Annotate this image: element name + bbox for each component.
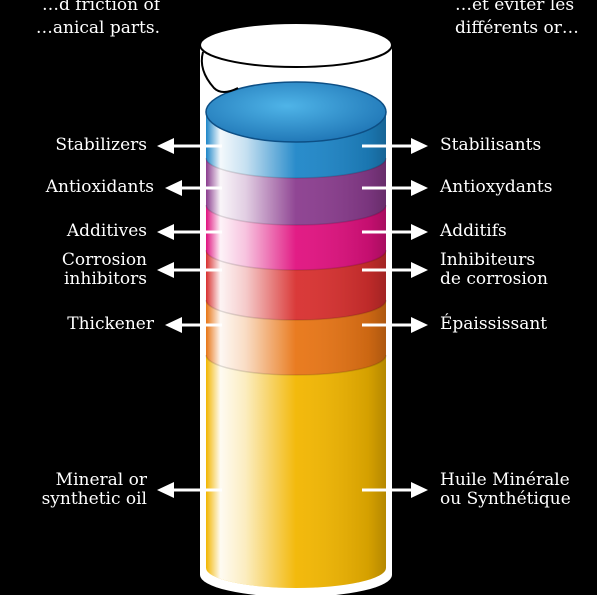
label-stabilisants: Stabilisants	[440, 136, 541, 155]
label-antioxydants: Antioxydants	[440, 178, 552, 197]
label-additives: Additives	[67, 222, 147, 241]
glass-rim	[200, 23, 392, 67]
label-corrosion-inhibitors: Corrosion inhibitors	[62, 251, 147, 289]
label-antioxidants: Antioxidants	[46, 178, 154, 197]
label-additifs: Additifs	[440, 222, 507, 241]
label-huile-minerale: Huile Minérale ou Synthétique	[440, 471, 571, 509]
label-inhibiteurs-line-2: de corrosion	[440, 270, 548, 289]
label-inhibiteurs-corrosion: Inhibiteurs de corrosion	[440, 251, 548, 289]
label-oil-line-2: synthetic oil	[42, 490, 147, 509]
label-corrosion-line-1: Corrosion	[62, 251, 147, 270]
label-oil-line-1: Mineral or	[42, 471, 147, 490]
label-epaississant: Épaississant	[440, 315, 547, 334]
intro-text-right: …et éviter les différents or…	[455, 0, 597, 40]
label-huile-line-1: Huile Minérale	[440, 471, 571, 490]
label-inhibiteurs-line-1: Inhibiteurs	[440, 251, 548, 270]
intro-right-line-1: …et éviter les	[455, 0, 597, 17]
label-thickener: Thickener	[67, 315, 154, 334]
label-stabilizers: Stabilizers	[55, 136, 147, 155]
glass-shine	[206, 112, 386, 588]
intro-left-line-2: …anical parts.	[0, 17, 160, 40]
label-huile-line-2: ou Synthétique	[440, 490, 571, 509]
label-mineral-synthetic-oil: Mineral or synthetic oil	[42, 471, 147, 509]
intro-left-line-1: …d friction of	[0, 0, 160, 17]
intro-right-line-2: différents or…	[455, 17, 597, 40]
label-corrosion-line-2: inhibitors	[62, 270, 147, 289]
intro-text-left: …d friction of …anical parts.	[0, 0, 160, 40]
